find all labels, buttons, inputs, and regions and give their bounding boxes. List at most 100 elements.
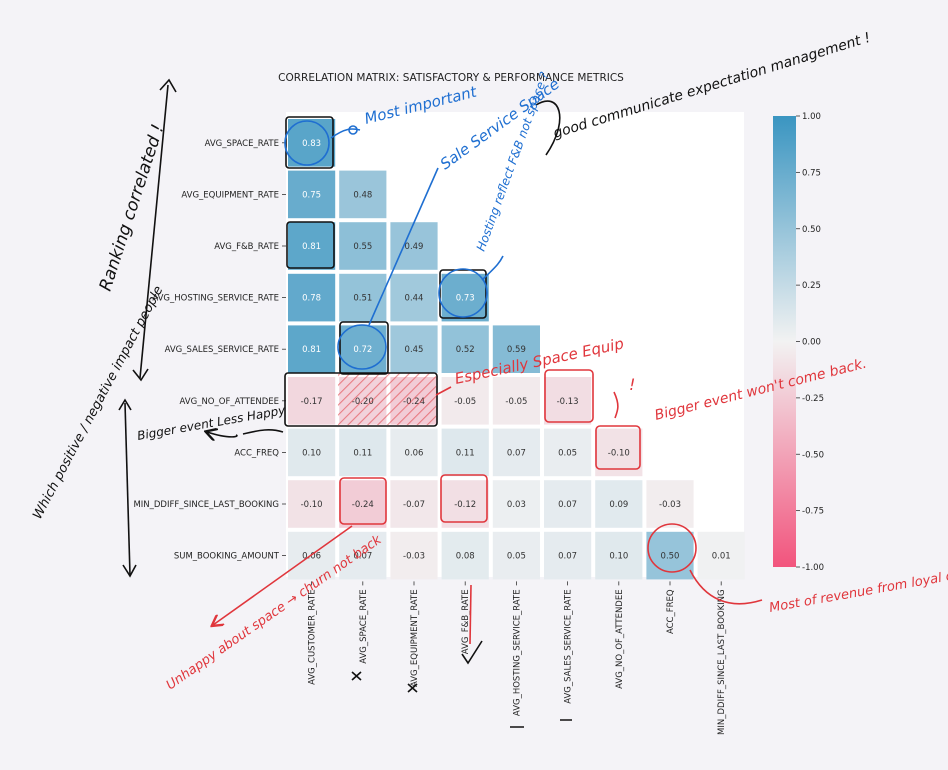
colorbar — [773, 116, 796, 567]
blue-ink-marks — [284, 120, 504, 370]
cell-value-label: -0.13 — [557, 397, 579, 407]
heatmap-cell — [544, 428, 592, 477]
cell-value-label: -0.03 — [659, 500, 681, 510]
cell-value-label: 0.05 — [507, 552, 526, 562]
cell-value-label: 0.50 — [661, 552, 680, 562]
column-label: AVG_EQUIPMENT_RATE — [410, 589, 420, 687]
cell-value-label: 0.05 — [558, 448, 577, 458]
cell-value-label: 0.75 — [302, 190, 321, 200]
column-label: ACC_FREQ — [666, 589, 676, 634]
heatmap-cell — [595, 531, 643, 580]
colorbar-tick-label: 0.75 — [802, 168, 821, 178]
heatmap-cell — [339, 273, 387, 322]
heatmap-cells: 0.83 0.75 0.48 0.81 0.55 0.49 0.78 0.51 0.44 0.73… — [288, 119, 745, 580]
heatmap-cell — [390, 222, 438, 270]
heatmap-cell — [544, 377, 592, 425]
heatmap-cell — [339, 222, 387, 270]
cell-value-label: 0.07 — [558, 500, 577, 510]
cell-value-label: -0.24 — [352, 500, 374, 510]
colorbar-tick-label: 0.50 — [802, 225, 821, 235]
cell-value-label: 0.11 — [456, 448, 475, 458]
cell-value-label: 0.10 — [302, 448, 321, 458]
note-bigger-event-less-happy: Bigger event Less Happy — [136, 403, 287, 443]
black-ink-marks — [118, 78, 572, 728]
cell-value-label: 0.78 — [302, 294, 321, 304]
heatmap-cell — [288, 428, 336, 477]
cell-value-label: 0.83 — [302, 139, 321, 149]
row-label: MIN_DDIFF_SINCE_LAST_BOOKING — [133, 500, 279, 510]
colorbar-ticks: 1.000.750.500.250.00-0.25-0.50-0.75-1.00 — [796, 112, 824, 573]
heatmap-cell — [339, 531, 387, 580]
cell-value-label: 0.52 — [456, 345, 475, 355]
cell-value-label: 0.59 — [507, 345, 526, 355]
cell-value-label: 0.51 — [353, 294, 372, 304]
heatmap-cell — [544, 531, 592, 580]
cell-value-label: 0.44 — [405, 294, 424, 304]
cell-value-label: 0.01 — [712, 552, 731, 562]
heatmap-cell — [492, 480, 540, 528]
row-label: AVG_HOSTING_SERVICE_RATE — [152, 294, 279, 304]
row-label: AVG_F&B_RATE — [214, 242, 279, 252]
cell-value-label: -0.12 — [454, 500, 476, 510]
heatmap-cell — [390, 273, 438, 322]
heatmap-cell — [697, 531, 745, 580]
column-label: AVG_SALES_SERVICE_RATE — [564, 589, 574, 703]
heatmap-cell — [390, 480, 438, 528]
heatmap-cell — [288, 222, 336, 270]
heatmap-cell — [390, 325, 438, 373]
heatmap-cell — [339, 428, 387, 477]
note-exclaim: ! — [629, 375, 635, 394]
cell-value-label: 0.09 — [609, 500, 628, 510]
cell-value-label: 0.07 — [558, 552, 577, 562]
heatmap-cell — [492, 325, 540, 373]
colorbar-tick-label: 0.25 — [802, 281, 821, 291]
heatmap-cell — [288, 170, 336, 219]
column-label: AVG_SPACE_RATE — [359, 589, 369, 663]
heatmap-cell — [441, 377, 489, 425]
cell-value-label: 0.49 — [405, 242, 424, 252]
cell-value-label: 0.73 — [456, 294, 475, 304]
cell-value-label: 0.10 — [609, 552, 628, 562]
column-label: AVG_F&B_RATE — [461, 589, 471, 654]
column-label: AVG_NO_OF_ATTENDEE — [615, 589, 625, 688]
heatmap-cell — [595, 480, 643, 528]
heatmap-cell — [492, 428, 540, 477]
column-labels: AVG_CUSTOMER_RATE AVG_SPACE_RATE AVG_EQUIP… — [308, 581, 727, 735]
note-ranking-correlated: Ranking correlated ! — [96, 122, 169, 294]
heatmap-cell — [544, 480, 592, 528]
heatmap-cell — [390, 531, 438, 580]
cell-value-label: 0.06 — [405, 448, 424, 458]
column-label: AVG_CUSTOMER_RATE — [308, 589, 318, 685]
heatmap-cell — [441, 531, 489, 580]
colorbar-tick-label: -0.75 — [802, 507, 824, 517]
row-label: AVG_SPACE_RATE — [205, 139, 279, 149]
row-labels: AVG_SPACE_RATE AVG_EQUIPMENT_RATE AVG_F&B_… — [133, 139, 286, 562]
column-label: AVG_HOSTING_SERVICE_RATE — [512, 589, 522, 716]
cell-value-label: 0.06 — [302, 552, 321, 562]
row-label: AVG_EQUIPMENT_RATE — [181, 190, 279, 200]
row-label: SUM_BOOKING_AMOUNT — [174, 552, 280, 562]
cell-value-label: -0.10 — [608, 448, 630, 458]
cell-value-label: 0.72 — [353, 345, 372, 355]
cell-value-label: -0.17 — [301, 397, 323, 407]
cell-value-label: 0.81 — [302, 345, 321, 355]
cell-value-label: -0.10 — [301, 500, 323, 510]
hatch-overlay — [338, 373, 436, 425]
chart-title: CORRELATION MATRIX: SATISFACTORY & PERFO… — [278, 72, 624, 84]
heatmap-cell — [288, 273, 336, 322]
heatmap-cell — [492, 531, 540, 580]
heatmap-cell — [441, 428, 489, 477]
cell-value-label: 0.45 — [405, 345, 424, 355]
cell-value-label: 0.81 — [302, 242, 321, 252]
heatmap-cell — [390, 428, 438, 477]
cell-value-label: -0.05 — [505, 397, 527, 407]
heatmap-cell — [441, 480, 489, 528]
cell-value-label: 0.55 — [353, 242, 372, 252]
heatmap-cell — [288, 119, 336, 167]
heatmap-cell — [339, 170, 387, 219]
cell-value-label: 0.48 — [353, 190, 372, 200]
colorbar-tick-label: -0.25 — [802, 394, 824, 404]
heatmap-cell — [646, 480, 694, 528]
row-label: AVG_SALES_SERVICE_RATE — [165, 345, 279, 355]
heatmap-cell — [492, 377, 540, 425]
